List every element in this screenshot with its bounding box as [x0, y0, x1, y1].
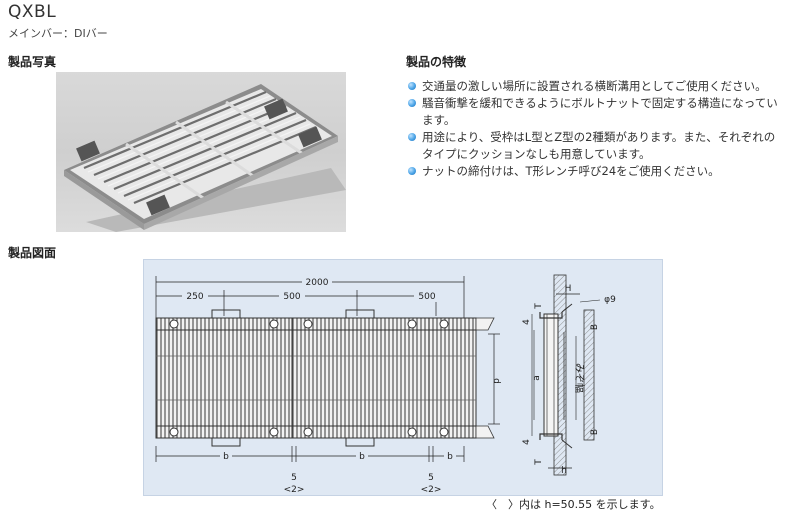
- dim-T2: T: [534, 459, 544, 466]
- dim-seg3: 500: [418, 292, 435, 302]
- bullet-icon: [408, 99, 416, 107]
- feature-item: 用途により、受枠はL型とZ型の2種類があります。また、それぞれのタイプにクッショ…: [406, 129, 782, 163]
- dim-b2: b: [359, 452, 365, 462]
- feature-item: 騒音衝撃を緩和できるようにボルトナットで固定する構造になっています。: [406, 95, 782, 129]
- dim-seg1: 250: [186, 292, 203, 302]
- dim-p: p: [492, 378, 502, 384]
- product-drawing: 2000 250 500 500: [143, 259, 663, 496]
- bullet-icon: [408, 82, 416, 90]
- dim-B2: B: [590, 429, 600, 435]
- feature-list: 交通量の激しい場所に設置される横断溝用としてご使用ください。 騒音衝撃を緩和でき…: [406, 78, 782, 180]
- product-photo: [56, 72, 346, 232]
- bullet-icon: [408, 167, 416, 175]
- dim-b1: b: [223, 452, 229, 462]
- bullet-icon: [408, 133, 416, 141]
- dim-two2: <2>: [421, 485, 442, 495]
- dim-five2: 5: [428, 473, 434, 483]
- dim-two1: <2>: [284, 485, 305, 495]
- dim-b3: b: [447, 452, 453, 462]
- dim-phi: φ9: [604, 295, 616, 305]
- dim-a: a: [532, 375, 542, 381]
- dim-H: H: [565, 284, 572, 294]
- product-subtitle: メインバー：DIバー: [8, 27, 108, 40]
- dim-B1: B: [590, 324, 600, 330]
- feature-item: 交通量の激しい場所に設置される横断溝用としてご使用ください。: [406, 78, 782, 95]
- product-title: QXBL: [8, 2, 57, 22]
- section-drawing-heading: 製品図面: [8, 246, 57, 260]
- dim-four1: 4: [522, 319, 532, 325]
- dim-five1: 5: [291, 473, 297, 483]
- dim-total: 2000: [306, 278, 329, 288]
- dim-four2: 4: [522, 439, 532, 445]
- feature-item: ナットの締付けは、T形レンチ呼び24をご使用ください。: [406, 163, 782, 180]
- dim-h: h: [561, 466, 567, 476]
- section-features-heading: 製品の特徴: [406, 55, 467, 69]
- dim-T1: T: [534, 303, 544, 310]
- section-photo-heading: 製品写真: [8, 55, 57, 69]
- dim-seg2: 500: [283, 292, 300, 302]
- drawing-note: 〈 〉内は h=50.55 を示します。: [486, 498, 661, 511]
- dim-width: みぞ幅: [573, 363, 586, 393]
